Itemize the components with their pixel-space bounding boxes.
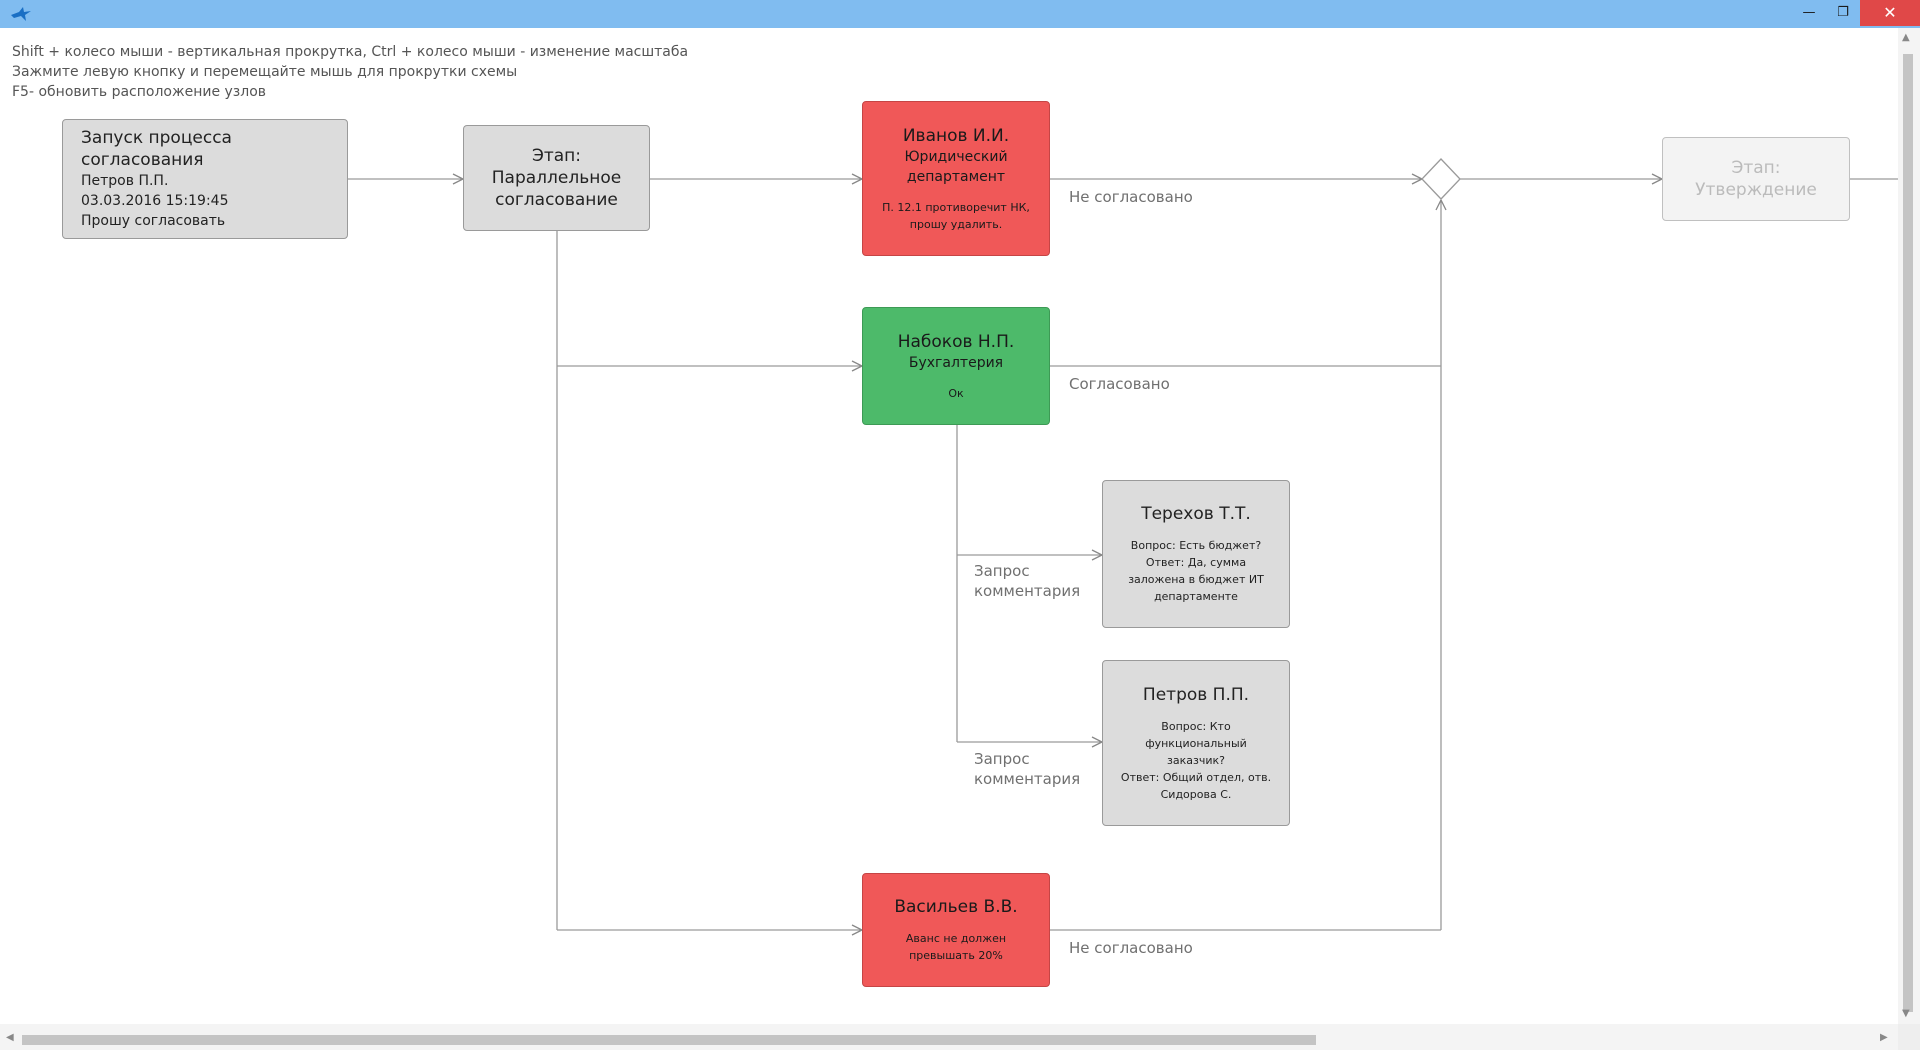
vertical-scrollbar[interactable]: ▲ ▼ <box>1898 28 1920 1024</box>
vasiliev-note-line2: превышать 20% <box>909 949 1003 962</box>
terekhov-note-line3: заложена в бюджет ИТ <box>1128 573 1264 586</box>
ivanov-note-line1: П. 12.1 противоречит НК, <box>882 200 1030 214</box>
ivanov-name: Иванов И.И. <box>902 125 1010 146</box>
nabokov-node[interactable]: Набоков Н.П. Бухгалтерия Ок <box>862 307 1050 425</box>
restore-icon: ❐ <box>1837 5 1849 20</box>
nabokov-note: Ок <box>948 386 964 400</box>
parallel-stage-line1: Этап: <box>531 146 582 166</box>
terekhov-note-line2: Ответ: Да, сумма <box>1145 556 1247 569</box>
terekhov-note-line4: департаменте <box>1154 590 1238 603</box>
vasiliev-note-line1: Аванс не должен <box>905 932 1007 945</box>
hint-refresh: F5- обновить расположение узлов <box>12 84 267 100</box>
edge-label-nabokov-approved: Согласовано <box>1069 375 1170 393</box>
scroll-right-icon[interactable]: ▶ <box>1880 1032 1888 1043</box>
minimize-icon: — <box>1802 5 1816 20</box>
scroll-left-icon[interactable]: ◀ <box>6 1032 14 1043</box>
edge-label-comment-1-line1: Запрос <box>974 562 1030 580</box>
terekhov-node[interactable]: Терехов Т.Т. Вопрос: Есть бюджет? Ответ:… <box>1102 480 1290 628</box>
start-node-title: Запуск процесса согласования <box>81 128 232 170</box>
diagram-edges <box>348 158 1898 1024</box>
diagram-canvas[interactable]: Запуск процесса согласования Петров П.П.… <box>0 28 1898 1024</box>
hint-scroll-zoom: Shift + колесо мыши - вертикальная прокр… <box>12 44 689 60</box>
horizontal-scroll-thumb[interactable] <box>22 1035 1316 1045</box>
petrov-note-line3: заказчик? <box>1167 753 1225 767</box>
scroll-down-icon[interactable]: ▼ <box>1902 1008 1910 1019</box>
gateway-diamond <box>1421 158 1461 200</box>
edge-label-comment-2-line1: Запрос <box>974 750 1030 768</box>
parallel-stage-line2: Параллельное <box>491 168 622 188</box>
ivanov-note-line2: прошу удалить. <box>909 217 1003 231</box>
edge-label-vasiliev-rejected: Не согласовано <box>1069 939 1193 957</box>
scroll-up-icon[interactable]: ▲ <box>1902 32 1910 43</box>
maximize-button[interactable]: ❐ <box>1826 0 1860 26</box>
parallel-stage-line3: согласование <box>495 190 618 210</box>
minimize-button[interactable]: — <box>1792 0 1826 26</box>
ivanov-node[interactable]: Иванов И.И. Юридический департамент П. 1… <box>862 101 1050 256</box>
start-node[interactable]: Запуск процесса согласования Петров П.П.… <box>62 119 348 239</box>
edge-label-comment-1-line2: комментария <box>974 582 1081 600</box>
petrov-note-line1: Вопрос: Кто <box>1161 719 1231 733</box>
parallel-stage-node[interactable]: Этап: Параллельное согласование <box>463 125 650 231</box>
start-node-comment: Прошу согласовать <box>81 213 226 229</box>
terekhov-note-line1: Вопрос: Есть бюджет? <box>1130 539 1262 552</box>
petrov-node[interactable]: Петров П.П. Вопрос: Кто функциональный з… <box>1102 660 1290 826</box>
approval-stage-line2: Утверждение <box>1695 180 1817 200</box>
app-bird-icon <box>11 7 31 21</box>
start-node-datetime: 03.03.2016 15:19:45 <box>81 193 229 209</box>
edge-label-comment-2-line2: комментария <box>974 770 1081 788</box>
petrov-note-line4: Ответ: Общий отдел, отв. <box>1120 770 1272 784</box>
petrov-name: Петров П.П. <box>1142 684 1250 705</box>
close-icon: ✕ <box>1883 3 1897 22</box>
vasiliev-node[interactable]: Васильев В.В. Аванс не должен превышать … <box>862 873 1050 987</box>
vasiliev-name: Васильев В.В. <box>894 897 1018 917</box>
scrollbar-corner <box>1898 1024 1920 1050</box>
horizontal-scrollbar[interactable]: ◀ ▶ <box>0 1024 1898 1050</box>
vertical-scroll-thumb[interactable] <box>1903 54 1913 1012</box>
petrov-note-line5: Сидорова С. <box>1160 787 1232 801</box>
nabokov-name: Набоков Н.П. <box>897 331 1015 352</box>
approval-stage-node[interactable]: Этап: Утверждение <box>1662 137 1850 221</box>
terekhov-name: Терехов Т.Т. <box>1141 504 1251 524</box>
usage-hints: Shift + колесо мыши - вертикальная прокр… <box>12 42 688 102</box>
hint-drag: Зажмите левую кнопку и перемещайте мышь … <box>12 64 518 80</box>
edge-label-ivanov-rejected: Не согласовано <box>1069 188 1193 206</box>
close-button[interactable]: ✕ <box>1860 0 1920 26</box>
approval-stage-line1: Этап: <box>1731 158 1781 178</box>
start-node-author: Петров П.П. <box>81 173 169 189</box>
edge-label-comment-request-1: Запрос комментария <box>974 561 1080 601</box>
edge-label-comment-request-2: Запрос комментария <box>974 749 1080 789</box>
ivanov-dept-line1: Юридический <box>904 148 1008 165</box>
petrov-note-line2: функциональный <box>1145 736 1247 750</box>
ivanov-dept-line2: департамент <box>906 168 1006 185</box>
nabokov-dept: Бухгалтерия <box>908 354 1004 371</box>
window-titlebar: — ❐ ✕ <box>0 0 1920 28</box>
